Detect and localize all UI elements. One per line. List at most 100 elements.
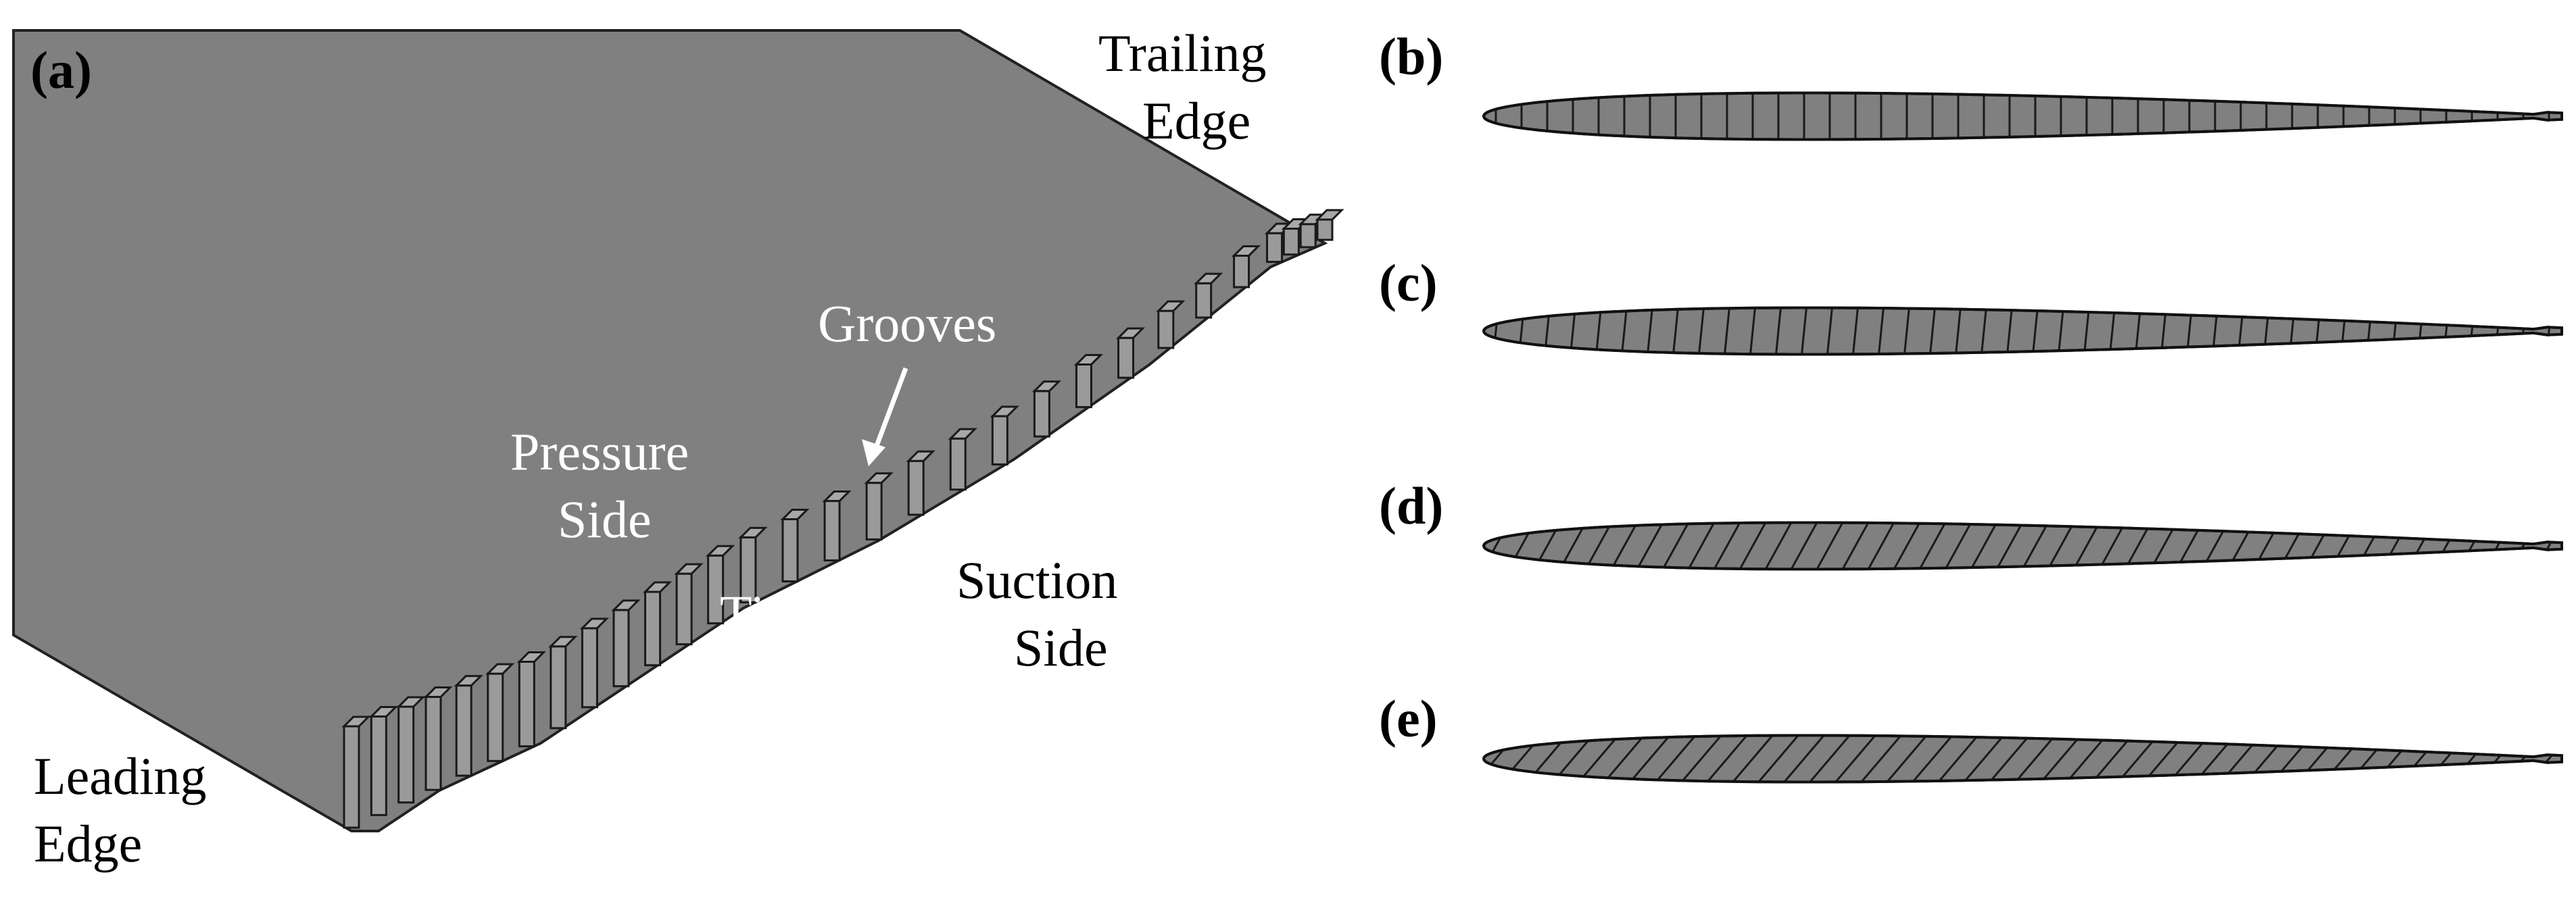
groove-line: [2359, 735, 2533, 782]
panel-b-label: (b): [1379, 27, 1443, 86]
airfoil-outline: [1482, 521, 2563, 571]
groove-line: [2051, 735, 2225, 782]
trailing-edge-label-line2: Edge: [1142, 91, 1250, 150]
groove-line: [1921, 307, 1944, 355]
groove-line: [2441, 522, 2554, 570]
pressure-side-label-line1: Pressure: [510, 422, 689, 481]
tip-groove: [1115, 327, 1146, 379]
groove-line: [1824, 522, 1938, 570]
groove-line: [2158, 522, 2272, 570]
airfoil-outline: [1482, 91, 2563, 141]
airfoil-grooves: [1494, 93, 2550, 140]
groove-line: [1666, 735, 1840, 782]
groove-line: [1870, 307, 1893, 355]
groove-line: [1722, 522, 1835, 570]
groove-line: [1794, 735, 1968, 782]
trailing-edge-label-line1: Trailing: [1098, 24, 1267, 82]
groove-line: [2205, 735, 2379, 782]
panel-b-airfoil: [1482, 91, 2563, 141]
groove-line: [1640, 735, 1814, 782]
tip-groove: [611, 599, 641, 688]
groove-line: [1536, 307, 1559, 355]
groove-line: [2409, 307, 2432, 355]
grooves-label: Grooves: [818, 294, 996, 353]
groove-line: [2075, 307, 2098, 355]
groove-line: [1613, 307, 1636, 355]
groove-line: [1850, 522, 1964, 570]
panel-c-label: (c): [1379, 253, 1438, 312]
leading-edge-label-line1: Leading: [34, 747, 207, 805]
groove-line: [2178, 307, 2201, 355]
groove-line: [1978, 522, 2092, 570]
tip-groove: [705, 545, 735, 625]
groove-line: [1876, 522, 1989, 570]
groove-line: [1922, 735, 2097, 782]
blade-surface: [12, 29, 1328, 832]
groove-line: [2385, 735, 2559, 782]
tip-groove: [1156, 300, 1186, 349]
groove-line: [1587, 307, 1610, 355]
groove-line: [1484, 735, 1609, 782]
groove-line: [2338, 522, 2452, 570]
panel-a-blade: [12, 29, 1344, 832]
groove-line: [1717, 735, 1891, 782]
tip-groove: [341, 715, 371, 829]
groove-line: [1691, 735, 1866, 782]
groove-line: [1619, 522, 1732, 570]
groove-line: [1561, 307, 1584, 355]
groove-line: [1537, 735, 1711, 782]
groove-line: [2410, 735, 2562, 782]
airfoil-grooves: [1484, 735, 2562, 782]
groove-line: [1486, 735, 1660, 782]
groove-line: [1741, 307, 1764, 355]
tip-groove: [1194, 272, 1223, 319]
groove-line: [1897, 735, 2071, 782]
groove-line: [1871, 735, 2045, 782]
groove-line: [2107, 522, 2220, 570]
suction-side-label-line1: Suction: [956, 551, 1117, 609]
groove-line: [1773, 522, 1887, 570]
pressure-side-label-line2: Side: [558, 490, 652, 549]
groove-line: [1953, 522, 2066, 570]
groove-line: [1484, 735, 1634, 782]
groove-line: [1588, 735, 1763, 782]
groove-line: [2332, 307, 2355, 355]
tip-groove: [738, 526, 768, 604]
groove-line: [2308, 735, 2482, 782]
tip-groove: [906, 450, 935, 516]
groove-line: [1743, 735, 1917, 782]
tip-groove: [948, 428, 977, 491]
tip-groove: [579, 618, 610, 709]
groove-line: [2081, 522, 2195, 570]
groove-line: [2101, 307, 2124, 355]
groove-line: [1747, 522, 1861, 570]
tip-groove: [822, 490, 852, 561]
groove-line: [1511, 735, 1686, 782]
groove-line: [1593, 522, 1707, 570]
groove-line: [2364, 522, 2477, 570]
groove-line: [1927, 522, 2041, 570]
panel-e-airfoil: [1482, 734, 2563, 784]
groove-line: [2312, 522, 2426, 570]
groove-line: [2231, 735, 2405, 782]
tip-label: Tip: [720, 584, 792, 643]
tip-groove: [516, 651, 546, 748]
groove-line: [2255, 307, 2278, 355]
groove-line: [1614, 735, 1789, 782]
groove-line: [2281, 307, 2304, 355]
groove-line: [2056, 522, 2169, 570]
groove-line: [1799, 522, 1912, 570]
groove-line: [1793, 307, 1816, 355]
tip-groove: [674, 563, 704, 646]
groove-line: [2076, 735, 2251, 782]
groove-line: [2358, 307, 2381, 355]
groove-line: [1768, 735, 1943, 782]
groove-line: [2229, 307, 2252, 355]
groove-line: [2025, 735, 2200, 782]
groove-line: [2127, 307, 2149, 355]
groove-line: [1845, 735, 2020, 782]
tip-groove: [368, 706, 398, 816]
groove-line: [2030, 522, 2143, 570]
groove-line: [1645, 522, 1758, 570]
